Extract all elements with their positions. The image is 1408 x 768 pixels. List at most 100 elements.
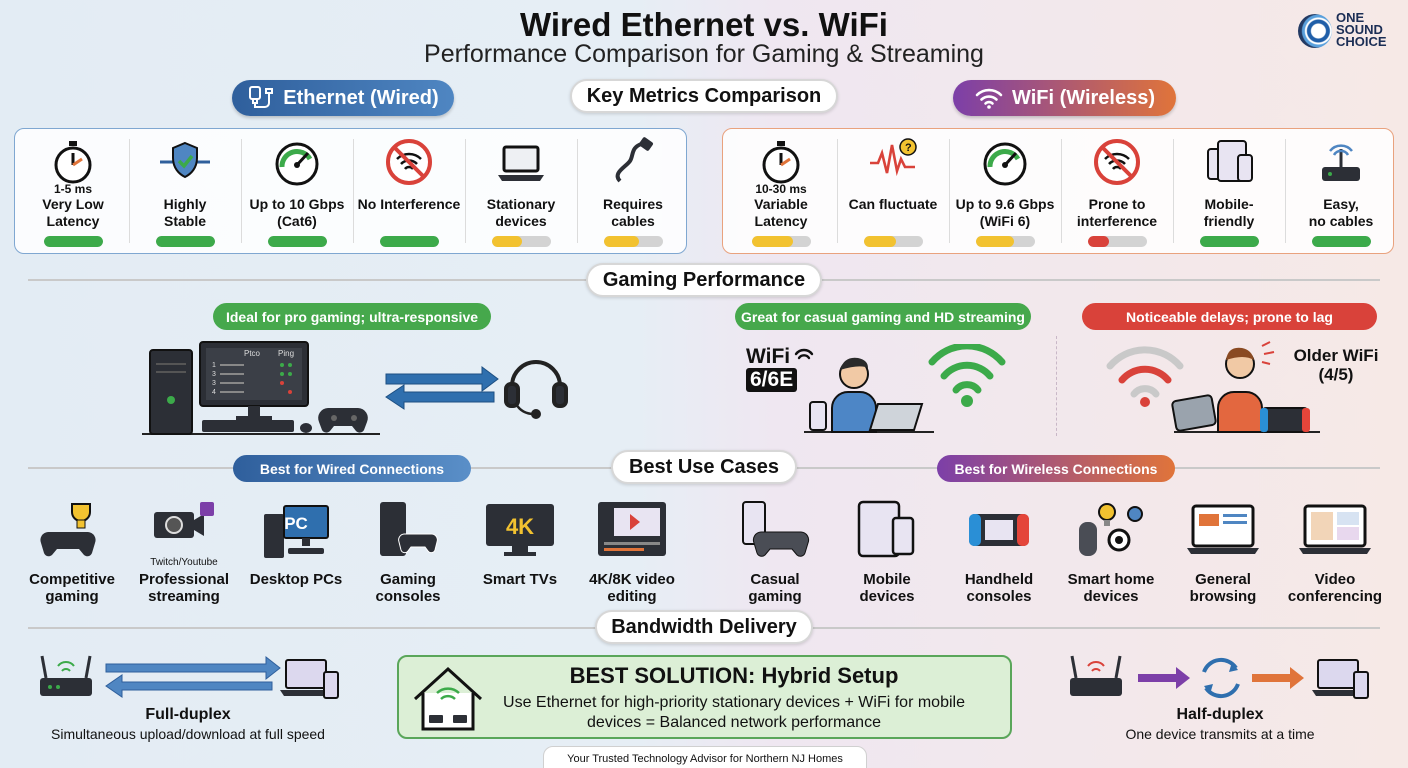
metric-label: friendly (1203, 213, 1255, 229)
metric-rating-bar (752, 236, 811, 247)
metric-rating-fill (492, 236, 522, 247)
metric-label: Stable (163, 213, 206, 229)
shield-check-icon (160, 141, 210, 179)
trophy-controller-icon (40, 503, 96, 557)
router-icon (1322, 144, 1360, 181)
metric-rating-fill (1200, 236, 1259, 247)
use-case-label: browsing (1189, 588, 1257, 605)
metric-value: 10-30 ms (755, 182, 807, 196)
tablet-phone-icon (857, 500, 915, 558)
metric-label: Highly (163, 196, 207, 212)
logo-line: ONE (1336, 10, 1365, 25)
metric-rating-bar (156, 236, 215, 247)
metric-label: (WiFi 6) (979, 213, 1031, 229)
bidirectional-arrows-icon (385, 366, 499, 410)
metric-label: (Cat6) (277, 213, 317, 229)
use-case-subtext: PC (284, 514, 308, 533)
logo-line: CHOICE (1336, 34, 1387, 49)
use-case-label: conferencing (1287, 588, 1383, 605)
speedometer-icon (275, 142, 319, 186)
video-editing-icon (598, 502, 666, 556)
house-network-icon (413, 666, 483, 731)
no-wifi-icon (1094, 139, 1140, 185)
laptop-phone-icon (280, 659, 339, 699)
use-case-label: streaming (148, 588, 220, 605)
wired-gaming-setup-illustration: Ptco Ping 1 3 3 4 (142, 341, 568, 435)
metric-rating-bar (380, 236, 439, 247)
wifi-metric: ?Can fluctuate (837, 129, 949, 253)
use-case-label: Desktop PCs (249, 571, 343, 588)
use-case-label: Mobile (863, 571, 911, 588)
metric-label: Up to 9.6 Gbps (955, 196, 1055, 212)
metric-rating-fill (44, 236, 103, 247)
wifi6-version-badge: 6/6E (746, 368, 798, 392)
weak-wifi-icon (1106, 346, 1184, 398)
devices-icon (1207, 140, 1253, 182)
metric-rating-fill (1088, 236, 1109, 247)
metric-rating-fill (156, 236, 215, 247)
use-case-label: devices (859, 588, 915, 605)
use-cases-heading: Best Use Cases (611, 450, 797, 484)
metric-separator (353, 139, 354, 243)
metric-value: 1-5 ms (53, 182, 93, 196)
metric-label: Requires (603, 196, 663, 212)
screen-header: Ptco (244, 349, 261, 358)
gaming-heading: Gaming Performance (586, 263, 822, 297)
use-case-label: Video (1314, 571, 1356, 588)
wifi-icon (975, 88, 1003, 109)
headset-icon (504, 360, 568, 419)
tablet-icon (1171, 394, 1217, 432)
metric-separator (1285, 139, 1286, 243)
laptop-icon (498, 145, 544, 181)
laptop-phone-icon (1312, 659, 1369, 699)
screen-row-label: 4 (212, 389, 216, 396)
metric-label: Very Low (42, 196, 104, 212)
strong-wifi-icon (928, 344, 1006, 394)
metric-label: Prone to (1088, 196, 1146, 212)
use-case-label: Gaming (380, 571, 436, 588)
router-icon (40, 655, 92, 696)
pulse-icon: ? (870, 138, 917, 177)
use-case-subtext: 4K (506, 514, 534, 539)
full-duplex-arrows-icon (105, 655, 281, 698)
hybrid-solution-box: BEST SOLUTION: Hybrid Setup Use Ethernet… (397, 655, 1012, 739)
metric-rating-bar (1088, 236, 1147, 247)
brand-logo: ONE SOUND CHOICE (1298, 10, 1394, 52)
pc-tower-icon (149, 349, 193, 435)
speedometer-icon (983, 142, 1027, 186)
screen-row-label: 3 (212, 371, 216, 378)
ethernet-section-pill: Ethernet (Wired) (232, 80, 454, 116)
ethernet-metric: No Interference (353, 129, 465, 253)
metric-rating-bar (44, 236, 103, 247)
use-case-label: General (1195, 571, 1251, 588)
metric-separator (949, 139, 950, 243)
eth-gaming-tag: Ideal for pro gaming; ultra-responsive (213, 303, 491, 330)
wired-use-case: PC Desktop PCs (240, 498, 352, 588)
metric-rating-fill (1312, 236, 1371, 247)
metric-label: Mobile- (1204, 196, 1254, 212)
desktop-pc-icon: PC (264, 505, 329, 558)
cable-icon (615, 137, 653, 183)
dashed-divider (1056, 336, 1057, 436)
metric-separator (129, 139, 130, 243)
metric-rating-bar (604, 236, 663, 247)
metric-rating-fill (976, 236, 1015, 247)
screen-row-label: 1 (212, 362, 216, 369)
older-wifi-label: Older WiFi (4/5) (1282, 346, 1390, 384)
metric-rating-bar (864, 236, 923, 247)
gamepad-icon (318, 408, 368, 433)
wifi-section-pill: WiFi (Wireless) (953, 80, 1176, 116)
hybrid-description: Use Ethernet for high-priority stationar… (459, 693, 1009, 733)
metric-label: Up to 10 Gbps (249, 196, 345, 212)
metric-separator (241, 139, 242, 243)
wifi-dot (961, 395, 973, 407)
bandwidth-heading: Bandwidth Delivery (595, 610, 813, 644)
wifi6-label: WiFi (746, 345, 790, 369)
hybrid-title: BEST SOLUTION: Hybrid Setup (569, 663, 899, 688)
older-wifi-tag: Noticeable delays; prone to lag (1082, 303, 1377, 330)
